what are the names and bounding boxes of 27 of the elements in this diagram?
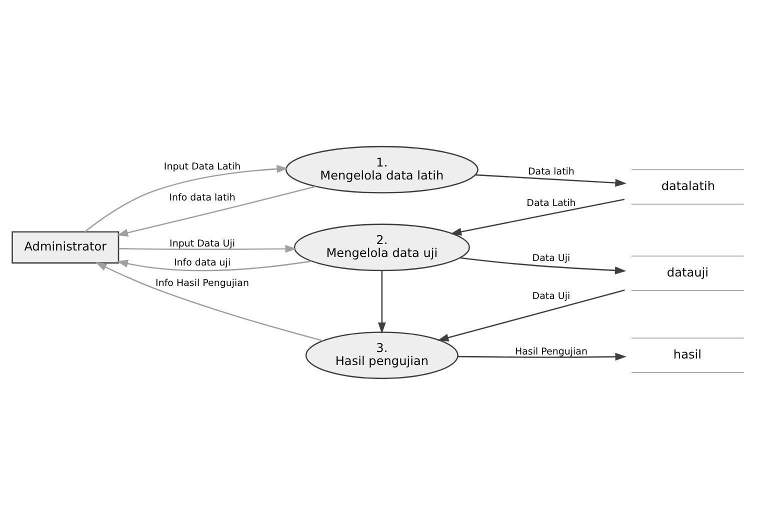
node-box: Administrator	[12, 230, 120, 264]
edge-label: Hasil Pengujian	[514, 346, 588, 357]
node-text: hasil	[673, 347, 702, 362]
node-text: datauji	[666, 264, 709, 279]
arrow	[118, 244, 297, 252]
edge-label: Data Uji	[532, 252, 570, 264]
edge-label: Input Data Latih	[164, 160, 241, 172]
edge-label: Data Latih	[526, 197, 576, 208]
edge-label: Data latih	[528, 166, 574, 178]
arrow	[460, 256, 626, 274]
arrow	[116, 185, 316, 236]
edge-label: Info data latih	[169, 192, 236, 204]
edge-label: Input Data Uji	[170, 238, 236, 249]
edge-label: Data Uji	[532, 290, 570, 302]
arrow	[84, 164, 288, 232]
edge-label: Info data uji	[174, 256, 231, 268]
arrow	[476, 174, 626, 186]
arrow	[95, 262, 324, 341]
arrow	[378, 270, 386, 334]
arrow	[458, 352, 627, 360]
edge-label: Info Hasil Pengujian	[156, 278, 250, 289]
arrow	[450, 198, 625, 236]
arrow	[437, 288, 625, 341]
arrow	[116, 259, 312, 271]
node-text: datalatih	[661, 178, 716, 193]
node-ellipse: 1. Mengelola data latih	[285, 145, 478, 193]
node-ellipse: 2. Mengelola data uji	[294, 223, 470, 271]
